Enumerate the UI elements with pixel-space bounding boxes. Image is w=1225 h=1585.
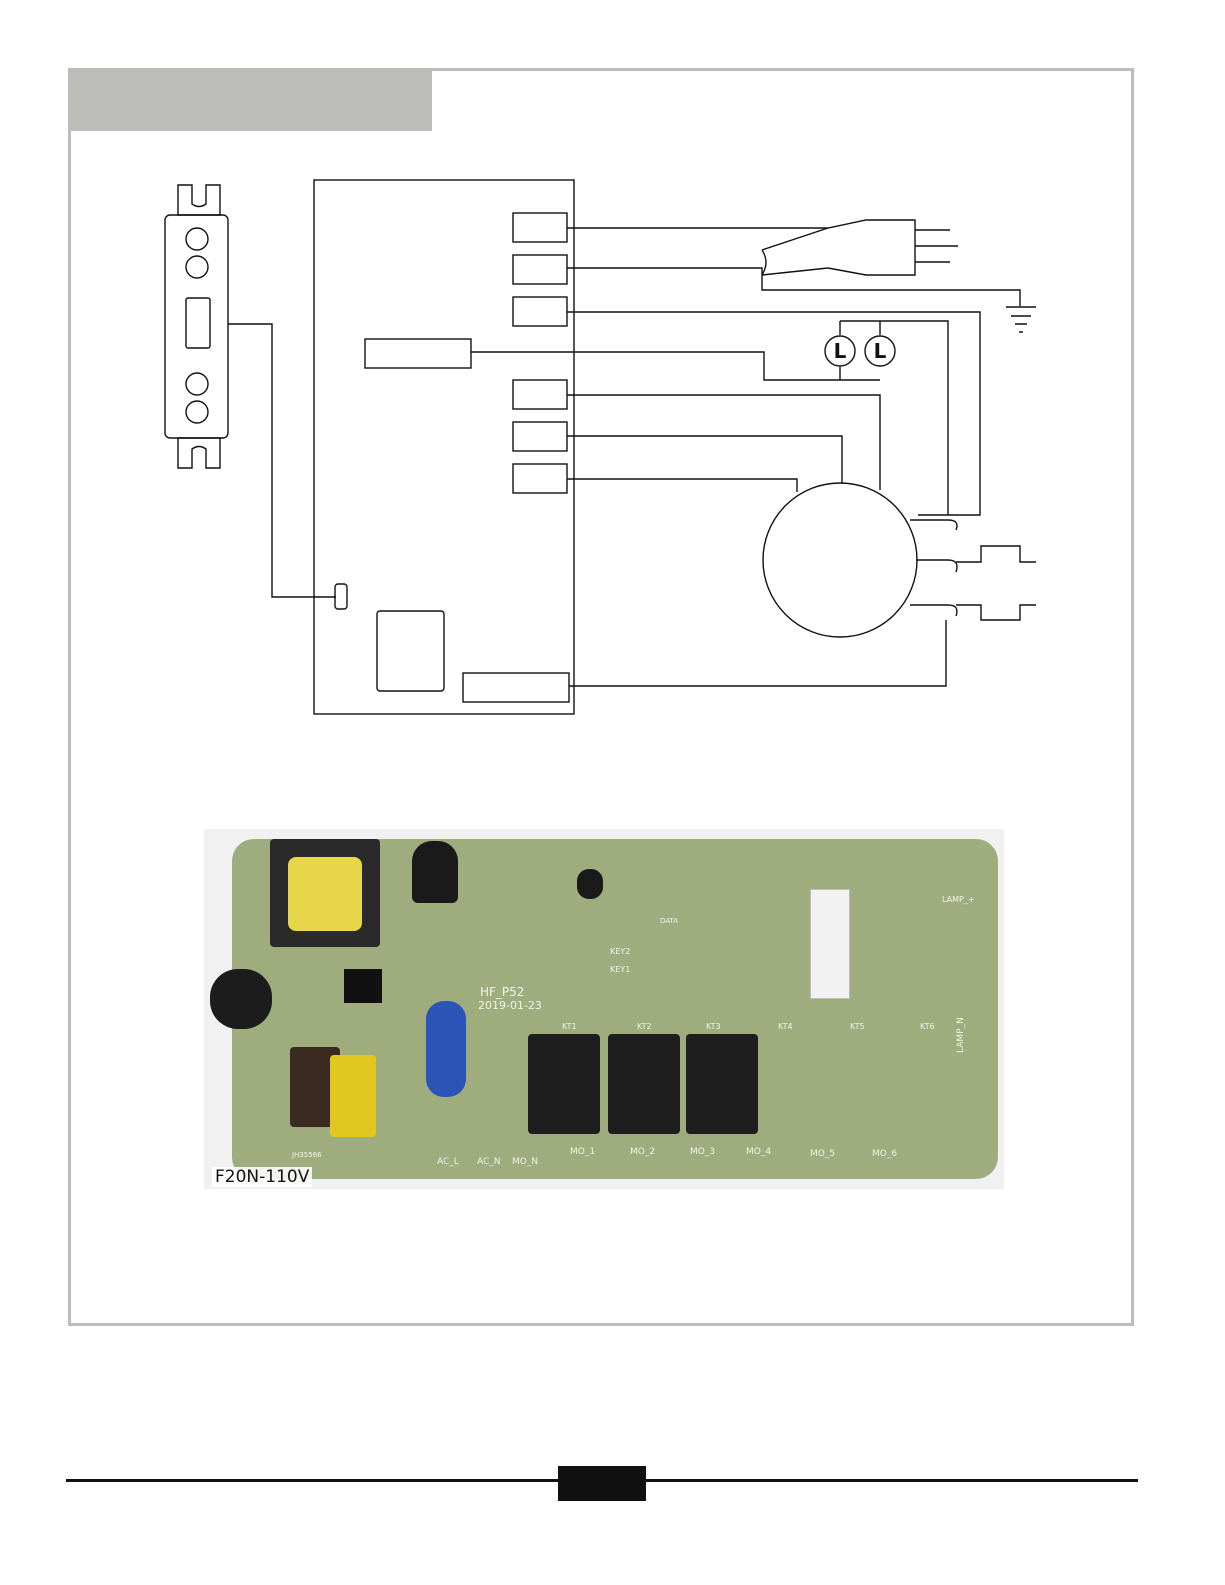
lamp-2-label: L (874, 339, 887, 363)
label-lamp-plus: LAMP_+ (942, 895, 975, 904)
terminal-6 (513, 464, 567, 493)
label-mo-2: MO_2 (630, 1147, 655, 1157)
relay-kt1 (528, 1034, 600, 1134)
page-number-tab (558, 1466, 646, 1501)
lamp-1-label: L (834, 339, 847, 363)
label-key2: KEY2 (610, 947, 630, 956)
label-kt4: KT4 (778, 1022, 793, 1031)
control-panel (165, 185, 228, 468)
label-lamp-n: LAMP_N (956, 1017, 966, 1053)
label-ac-n: AC_N (477, 1157, 501, 1167)
label-kt1: KT1 (562, 1022, 577, 1031)
label-kt2: KT2 (637, 1022, 652, 1031)
wire-connector (810, 889, 850, 999)
label-mo-3: MO_3 (690, 1147, 715, 1157)
terminal-2 (513, 255, 567, 284)
panel-cable (228, 324, 336, 597)
label-mo-5: MO_5 (810, 1149, 835, 1159)
pcb-photo: HF_P52 2019-01-23 KT1 KT2 KT3 KT4 KT5 KT… (204, 829, 1004, 1189)
electrolytic-capacitor (412, 841, 458, 903)
board-model-text: HF_P52 (480, 985, 524, 999)
lamp-connector (365, 339, 471, 368)
transformer-coil (288, 857, 362, 931)
label-kt5: KT5 (850, 1022, 865, 1031)
small-capacitor (577, 869, 603, 899)
power-plug (567, 220, 1020, 306)
label-part-code: JH35566 (292, 1151, 322, 1159)
panel-connector (335, 584, 347, 609)
pcb-caption: F20N-110V (212, 1167, 312, 1187)
motor-icon (763, 483, 917, 637)
label-ac-l: AC_L (437, 1157, 459, 1167)
bottom-terminal (463, 673, 569, 702)
pcb-board: HF_P52 2019-01-23 KT1 KT2 KT3 KT4 KT5 KT… (232, 839, 998, 1179)
terminal-5 (513, 422, 567, 451)
board-date-text: 2019-01-23 (478, 999, 542, 1012)
ic-chip (344, 969, 382, 1003)
terminal-3 (513, 297, 567, 326)
capacitor-icon (956, 546, 1036, 620)
label-mo-6: MO_6 (872, 1149, 897, 1159)
relay-kt3 (686, 1034, 758, 1134)
label-kt6: KT6 (920, 1022, 935, 1031)
transformer-block (377, 611, 444, 691)
ground-icon (1006, 307, 1036, 332)
label-mo-n: MO_N (512, 1157, 538, 1167)
x-capacitor (330, 1055, 376, 1137)
label-kt3: KT3 (706, 1022, 721, 1031)
label-key1: KEY1 (610, 965, 630, 974)
label-mo-4: MO_4 (746, 1147, 771, 1157)
terminal-1 (513, 213, 567, 242)
wiring-diagram: L L (0, 0, 1225, 760)
terminal-4 (513, 380, 567, 409)
label-mo-1: MO_1 (570, 1147, 595, 1157)
label-data: DATA (660, 917, 678, 925)
large-capacitor (210, 969, 272, 1029)
relay-kt2 (608, 1034, 680, 1134)
fuse (426, 1001, 466, 1097)
